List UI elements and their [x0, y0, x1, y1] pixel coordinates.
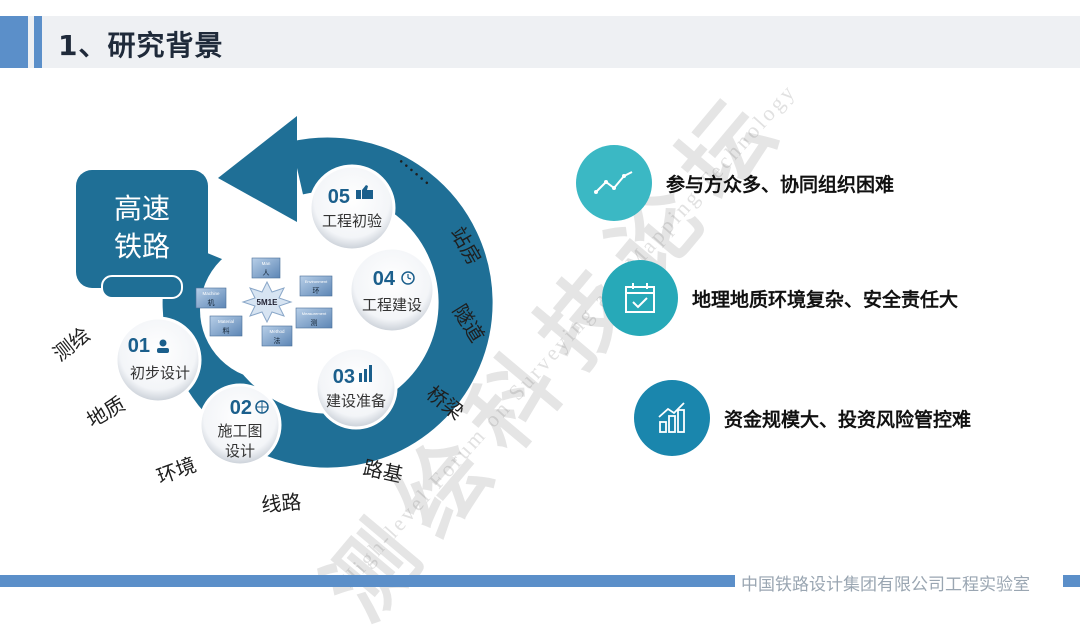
svg-text:Method: Method	[269, 329, 285, 334]
svg-text:04: 04	[373, 268, 396, 290]
svg-text:01: 01	[128, 335, 150, 357]
cycle-arrow-head	[218, 116, 297, 222]
svg-text:工程初验: 工程初验	[322, 212, 382, 230]
svg-text:Environment: Environment	[305, 279, 328, 284]
label-survey: 测绘	[48, 322, 94, 366]
trend-line-icon	[576, 145, 652, 221]
users-icon	[157, 339, 169, 353]
label-geology: 地质	[83, 392, 130, 433]
growth-chart-icon	[634, 380, 710, 456]
high-speed-rail-badge: 高速 铁路	[76, 170, 208, 299]
header-accent	[0, 16, 28, 68]
svg-text:施工图: 施工图	[217, 422, 262, 440]
svg-text:Measurement: Measurement	[302, 311, 327, 316]
footer-bar	[0, 575, 735, 587]
stage-node-03: 03 建设准备	[314, 346, 398, 430]
footer-bar-end	[1063, 575, 1080, 587]
challenge-text-3: 资金规模大、投资风险管控难	[724, 408, 972, 431]
stage-node-05: 05 工程初验	[308, 164, 396, 252]
clock-icon	[401, 271, 415, 285]
svg-text:设计: 设计	[225, 442, 255, 460]
svg-text:Machine: Machine	[202, 291, 220, 296]
factor-cube-man: Man 人	[251, 257, 281, 279]
core-star	[241, 280, 293, 324]
header-bar: 1、研究背景	[0, 16, 1080, 68]
core-label: 5M1E	[257, 298, 279, 307]
process-cycle-diagram: 5M1E Man 人 Machine 机 Environment 环 Mater…	[48, 116, 493, 517]
svg-text:料: 料	[223, 326, 230, 335]
svg-text:环: 环	[313, 287, 320, 295]
svg-text:法: 法	[274, 336, 281, 345]
svg-text:02: 02	[230, 397, 252, 419]
svg-text:05: 05	[328, 186, 350, 208]
svg-text:工程建设: 工程建设	[362, 296, 422, 314]
factor-cube-material: Material 料	[209, 315, 243, 337]
svg-text:03: 03	[333, 366, 355, 388]
svg-text:机: 机	[208, 298, 215, 307]
calendar-check-icon	[602, 260, 678, 336]
svg-text:初步设计: 初步设计	[130, 364, 190, 382]
factor-cube-environment: Environment 环	[299, 275, 333, 297]
badge-line1: 高速	[114, 192, 170, 225]
factor-cube-method: Method 法	[261, 325, 293, 347]
challenge-text-1: 参与方众多、协同组织困难	[666, 173, 895, 196]
label-route: 线路	[260, 490, 302, 517]
factor-cube-measurement: Measurement 测	[295, 307, 333, 329]
svg-text:Man: Man	[262, 261, 271, 266]
badge-line2: 铁路	[114, 230, 170, 263]
challenge-text-2: 地理地质环境复杂、安全责任大	[692, 288, 959, 311]
label-environment: 环境	[154, 452, 200, 488]
bar-chart-icon	[359, 365, 372, 382]
challenge-item-3: 资金规模大、投资风险管控难	[634, 380, 971, 456]
svg-text:测: 测	[311, 319, 318, 327]
stage-node-02: 02 施工图 设计	[198, 383, 282, 467]
stage-node-04: 04 工程建设	[348, 246, 436, 334]
stage-node-01: 01 初步设计	[114, 316, 202, 404]
svg-text:建设准备: 建设准备	[326, 392, 386, 410]
challenge-item-2: 地理地质环境复杂、安全责任大	[602, 260, 958, 336]
thumbs-up-icon	[356, 185, 373, 199]
globe-icon	[255, 400, 269, 414]
svg-text:人: 人	[263, 269, 270, 277]
factor-cube-machine: Machine 机	[195, 287, 227, 309]
page-title: 1、研究背景	[58, 29, 224, 62]
header-accent-stripe	[34, 16, 42, 68]
challenge-item-1: 参与方众多、协同组织困难	[576, 145, 894, 221]
footer-org-name: 中国铁路设计集团有限公司工程实验室	[741, 575, 1030, 595]
svg-text:Material: Material	[218, 319, 234, 324]
cycle-ring	[162, 137, 493, 468]
